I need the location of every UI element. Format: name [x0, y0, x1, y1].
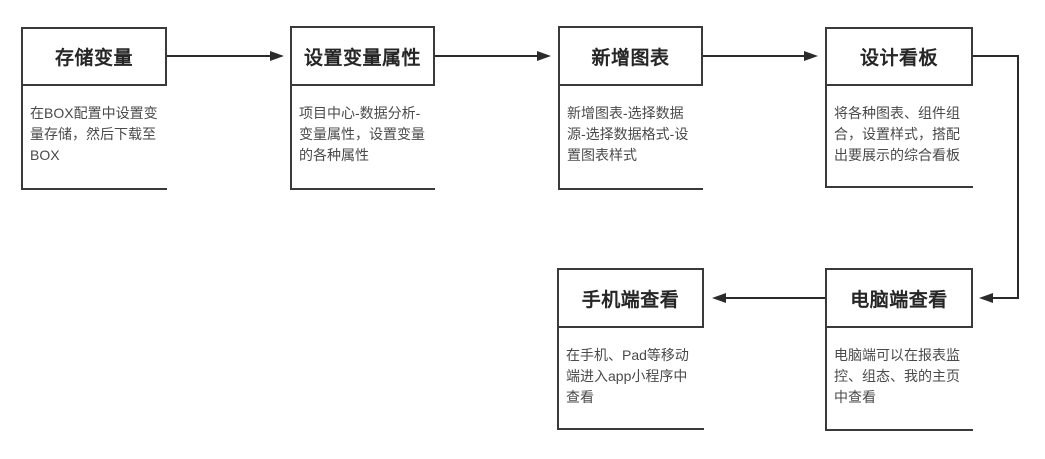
node-description-design-dashboard: 将各种图表、组件组 合，设置样式，搭配 出要展示的综合看板	[825, 86, 973, 188]
connector-line	[167, 55, 271, 57]
connector-line	[435, 55, 538, 57]
arrowhead-left-icon	[979, 293, 993, 303]
node-description-pc-view: 电脑端可以在报表监 控、组态、我的主页 中查看	[825, 328, 973, 431]
connector-line	[992, 297, 1019, 299]
node-title-set-variable-properties: 设置变量属性	[290, 26, 435, 86]
arrowhead-right-icon	[270, 51, 284, 61]
node-description-store-variables: 在BOX配置中设置变 量存储，然后下载至 BOX	[21, 86, 167, 190]
arrowhead-right-icon	[804, 51, 818, 61]
node-title-add-chart: 新增图表	[558, 26, 703, 86]
connector-line	[703, 55, 805, 57]
node-title-store-variables: 存储变量	[21, 27, 167, 86]
node-title-pc-view: 电脑端查看	[825, 268, 973, 328]
node-title-mobile-view: 手机端查看	[557, 268, 704, 328]
arrowhead-left-icon	[712, 293, 726, 303]
node-description-set-variable-properties: 项目中心-数据分析- 变量属性，设置变量 的各种属性	[290, 86, 435, 190]
connector-line	[973, 55, 1019, 57]
node-description-add-chart: 新增图表-选择数据 源-选择数据格式-设 置图表样式	[558, 86, 703, 190]
connector-line	[725, 297, 825, 299]
node-description-mobile-view: 在手机、Pad等移动 端进入app小程序中 查看	[557, 328, 704, 430]
connector-line	[1017, 55, 1019, 299]
arrowhead-right-icon	[537, 51, 551, 61]
node-title-design-dashboard: 设计看板	[825, 27, 973, 86]
